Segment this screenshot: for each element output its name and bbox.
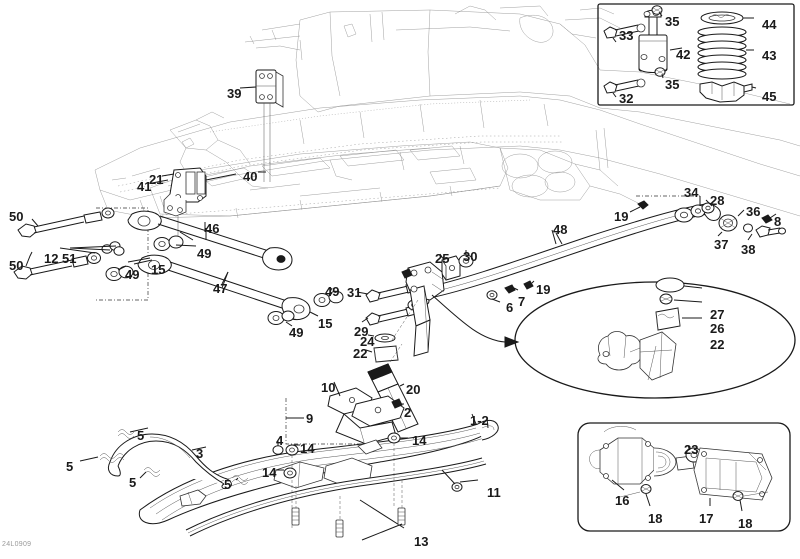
callout-14a: 14 (300, 441, 315, 456)
part-21-41-pivot-bracket (151, 167, 237, 240)
callout-32: 32 (619, 91, 634, 106)
callout-21: 21 (149, 172, 164, 187)
callout-41: 41 (137, 179, 152, 194)
callout-18a: 18 (648, 511, 663, 526)
callout-35a: 35 (665, 14, 680, 29)
callout-23: 23 (684, 442, 699, 457)
callout-45: 45 (762, 89, 777, 104)
part-34-28-hardware (629, 195, 715, 223)
callout-15a: 15 (151, 262, 166, 277)
callout-49a: 49 (197, 246, 212, 261)
chassis-frame-outline (94, 5, 800, 219)
part-spindle-knuckle (365, 261, 445, 363)
callout-17: 17 (699, 511, 714, 526)
callout-43: 43 (762, 48, 777, 63)
part-6-7-19-hardware (486, 280, 535, 303)
callout-27: 27 (710, 307, 725, 322)
callout-9: 9 (306, 411, 314, 426)
callout-40: 40 (243, 169, 258, 184)
callout-4: 4 (276, 433, 284, 448)
part-1-2-ski (138, 413, 499, 538)
callout-44: 44 (762, 17, 777, 32)
callout-49b: 49 (125, 267, 140, 282)
callout-50b: 50 (9, 258, 24, 273)
part-48-suspension-arm (423, 203, 721, 299)
shock-spring-inset-group (597, 3, 795, 106)
callout-20: 20 (406, 382, 421, 397)
callout-30: 30 (463, 249, 478, 264)
callout-5b: 5 (66, 459, 74, 474)
callout-39: 39 (227, 86, 242, 101)
callout-7: 7 (518, 294, 526, 309)
callout-11: 11 (487, 485, 501, 500)
ski-leg-detail-oval-group (431, 277, 796, 399)
callout-24: 24 (360, 334, 375, 349)
callout-leaders (205, 228, 557, 541)
callout-42: 42 (676, 47, 691, 62)
part-39-bracket (239, 69, 284, 182)
steering-arm-inset-group (577, 422, 791, 532)
callout-33: 33 (619, 28, 634, 43)
part-50-12-51-tie-rods (13, 207, 149, 301)
callout-36: 36 (746, 204, 761, 219)
callout-19b: 19 (536, 282, 551, 297)
callout-19a: 19 (614, 209, 629, 224)
callout-49c: 49 (325, 284, 340, 299)
callout-5c: 5 (129, 475, 137, 490)
part-46-47-radius-rods (105, 210, 344, 327)
callout-6: 6 (506, 300, 514, 315)
callout-34: 34 (684, 185, 699, 200)
callout-22a: 22 (353, 346, 368, 361)
callout-5d: 5 (224, 477, 232, 492)
callout-46: 46 (205, 221, 220, 236)
callout-2: 2 (404, 405, 412, 420)
callout-8: 8 (774, 214, 782, 229)
part-3-5-ski-handle (79, 427, 249, 489)
callout-16: 16 (615, 493, 630, 508)
callout-5a: 5 (137, 428, 145, 443)
callout-14b: 14 (412, 433, 427, 448)
callout-3: 3 (196, 446, 204, 461)
callout-26: 26 (710, 321, 725, 336)
part-36-37-38-8-balljoint (717, 209, 786, 241)
callout-1-2: 1-2 (470, 413, 489, 428)
callout-35b: 35 (665, 77, 680, 92)
part-25-30-clamp (439, 250, 474, 281)
callout-15b: 15 (318, 316, 333, 331)
callout-25: 25 (435, 251, 450, 266)
callout-51: 51 (62, 251, 77, 266)
callout-48: 48 (553, 222, 568, 237)
callout-12: 12 (44, 251, 59, 266)
callout-49d: 49 (289, 325, 304, 340)
callout-31: 31 (347, 285, 362, 300)
callout-28: 28 (710, 193, 725, 208)
callout-10: 10 (321, 380, 336, 395)
sheet-watermark: 24L0909 (2, 541, 32, 548)
callout-22b: 22 (710, 337, 725, 352)
callout-29: 29 (354, 324, 369, 339)
callout-14c: 14 (262, 465, 277, 480)
part-9-10-ski-saddle (285, 381, 405, 445)
callout-38: 38 (741, 242, 756, 257)
callout-37: 37 (714, 237, 729, 252)
callout-47: 47 (213, 281, 228, 296)
callout-18b: 18 (738, 516, 753, 531)
callout-50a: 50 (9, 209, 24, 224)
callout-13: 13 (414, 534, 429, 549)
